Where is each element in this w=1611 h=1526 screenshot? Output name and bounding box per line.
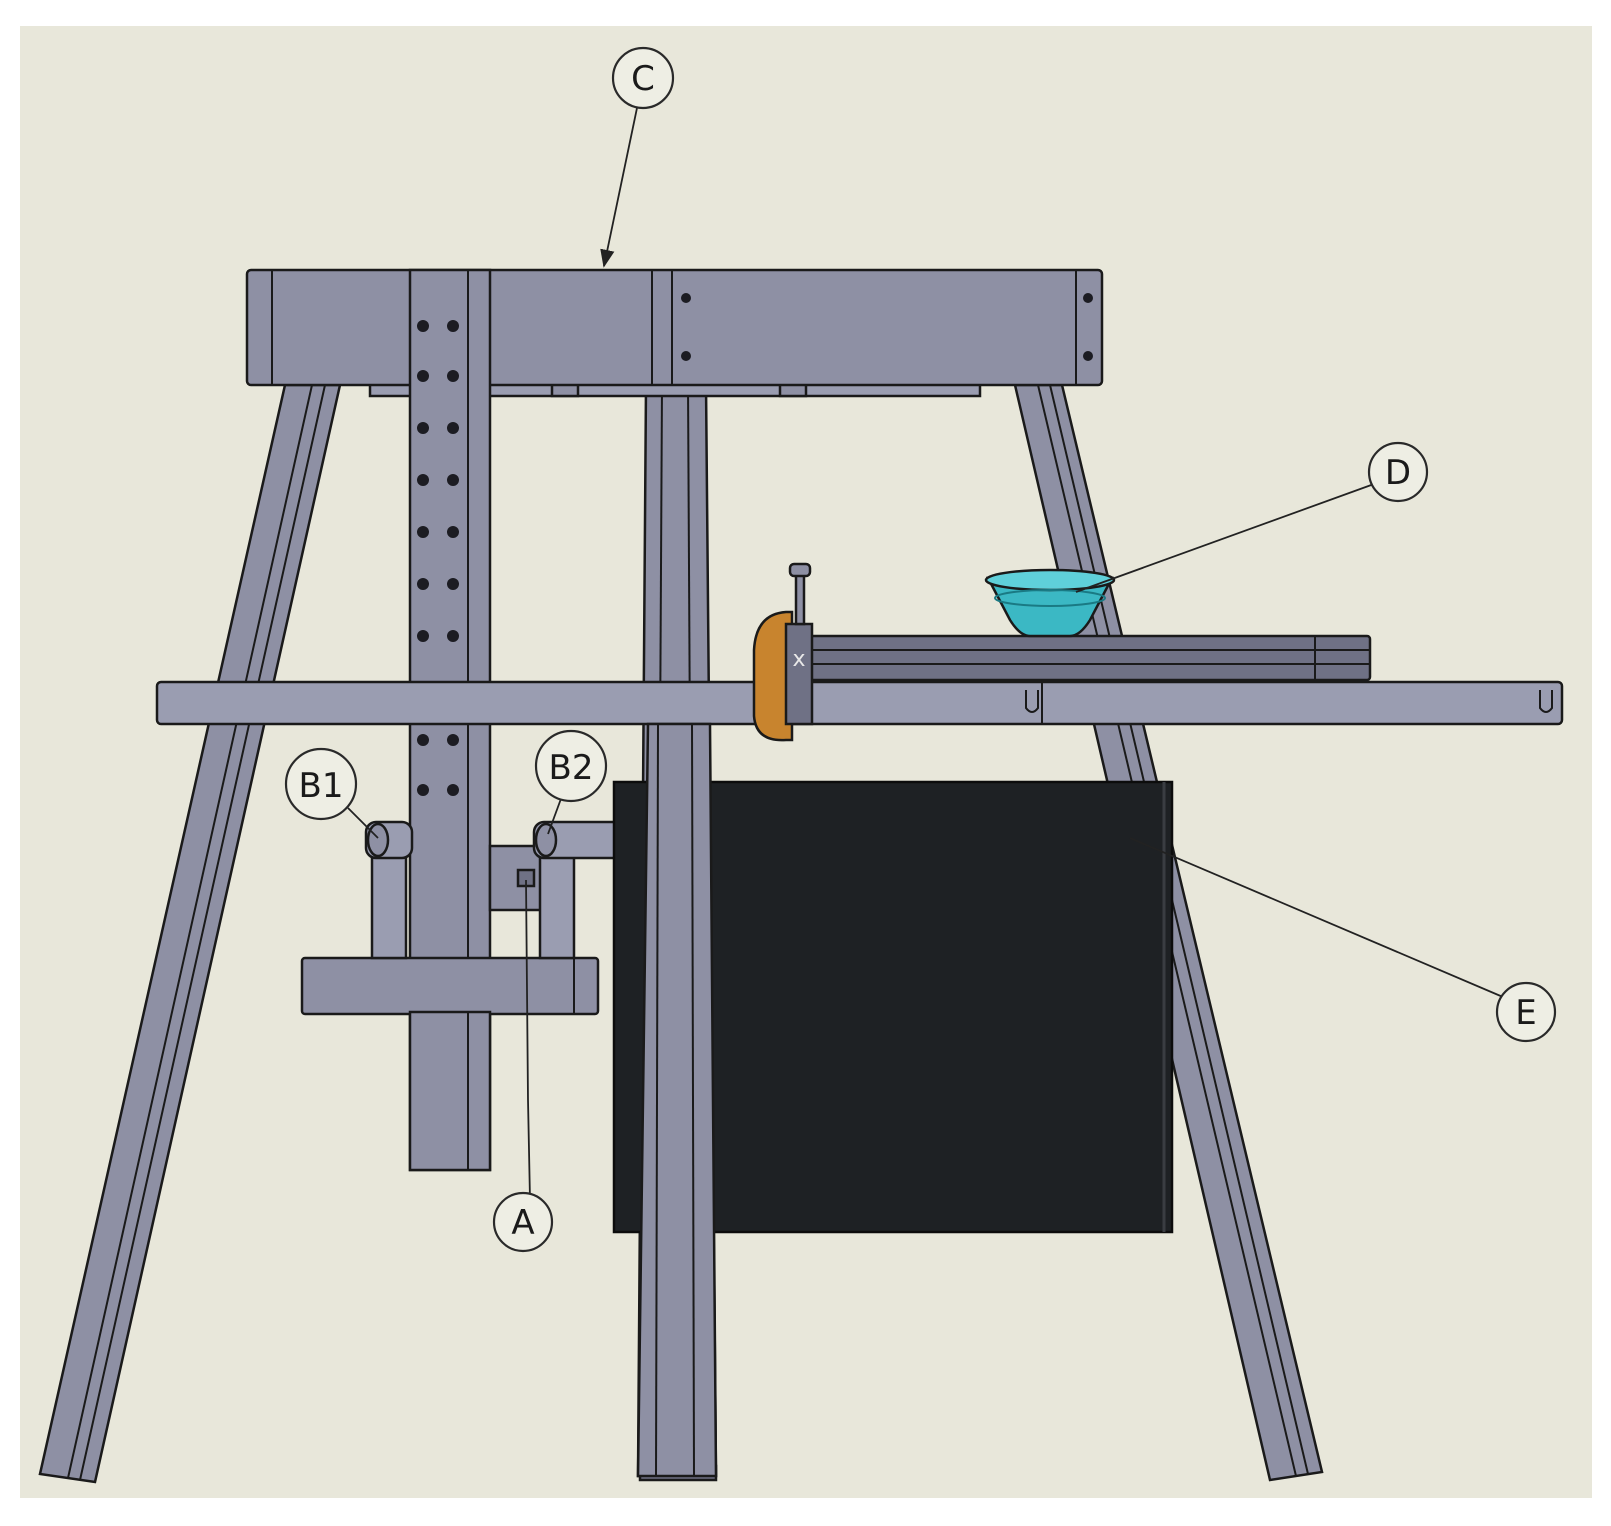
- callout-b2-label: B2: [549, 748, 594, 788]
- svg-text:x: x: [792, 647, 805, 672]
- leader-b1: [347, 807, 379, 839]
- pin-b2: [532, 820, 626, 860]
- callout-c-label: C: [631, 59, 655, 99]
- center-post-front: [636, 722, 718, 1478]
- callout-b1: B1: [284, 747, 358, 821]
- rail: [798, 634, 1372, 682]
- pin-b1: [364, 820, 414, 860]
- callout-e: E: [1495, 981, 1557, 1043]
- bowl-d: [984, 568, 1116, 638]
- horizontal-beam: [155, 680, 1564, 726]
- callout-b1-label: B1: [299, 766, 344, 806]
- callout-c: C: [611, 46, 675, 110]
- perforation-holes: [417, 320, 459, 796]
- cross-piece: [300, 956, 600, 1172]
- top-frame: [245, 268, 1104, 387]
- callout-a: A: [492, 1191, 554, 1253]
- callout-a-label: A: [511, 1203, 534, 1243]
- support-posts: [370, 850, 576, 960]
- leader-a: [525, 879, 531, 1201]
- leader-d: [1075, 483, 1375, 593]
- clamp: x: [752, 562, 814, 742]
- callout-b2: B2: [534, 729, 608, 803]
- callout-e-label: E: [1515, 993, 1536, 1033]
- callout-d: D: [1367, 441, 1429, 503]
- leader-c: [600, 107, 638, 268]
- leader-e: [1129, 837, 1511, 1001]
- leader-b2: [547, 795, 563, 835]
- callout-d-label: D: [1385, 453, 1411, 493]
